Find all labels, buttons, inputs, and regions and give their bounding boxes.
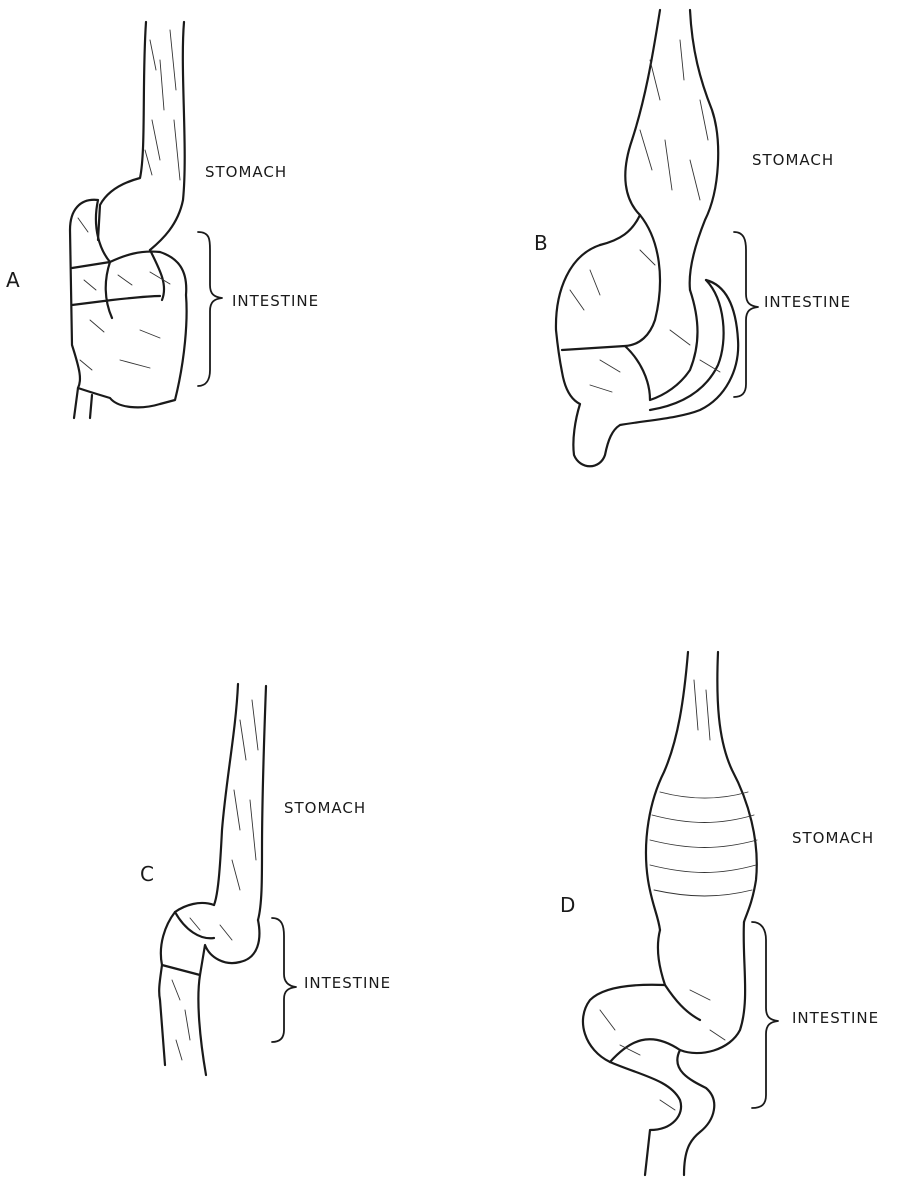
panel-c-intestine-drawing bbox=[159, 903, 259, 1075]
panel-d-intestine-label: INTESTINE bbox=[792, 1009, 879, 1027]
panel-a-stomach-drawing bbox=[98, 22, 185, 250]
panel-b-letter: B bbox=[534, 231, 548, 255]
panel-c-letter: C bbox=[140, 862, 154, 886]
panel-b-stomach-label: STOMACH bbox=[752, 151, 834, 169]
panel-c: C STOMACH INTESTINE bbox=[140, 684, 391, 1075]
panel-b-stomach-drawing bbox=[600, 10, 718, 290]
panel-b: B STOMACH INTESTINE bbox=[534, 10, 851, 466]
panel-d-stomach-label: STOMACH bbox=[792, 829, 874, 847]
panel-a-stomach-label: STOMACH bbox=[205, 163, 287, 181]
panel-d-intestine-brace bbox=[752, 922, 778, 1108]
panel-a-letter: A bbox=[6, 268, 20, 292]
panel-a-intestine-brace bbox=[198, 232, 222, 386]
panel-a-intestine-label: INTESTINE bbox=[232, 292, 319, 310]
panel-b-intestine-label: INTESTINE bbox=[764, 293, 851, 311]
panel-b-intestine-drawing bbox=[556, 215, 738, 466]
panel-d: D STOMACH INTESTINE bbox=[560, 652, 879, 1175]
panel-c-intestine-label: INTESTINE bbox=[304, 974, 391, 992]
panel-c-stomach-label: STOMACH bbox=[284, 799, 366, 817]
panel-c-stomach-drawing bbox=[214, 684, 266, 920]
panel-d-stomach-drawing bbox=[646, 652, 757, 930]
panel-a-intestine-drawing bbox=[70, 200, 187, 418]
panel-d-letter: D bbox=[560, 893, 575, 917]
panel-c-intestine-brace bbox=[272, 918, 296, 1042]
panel-b-intestine-brace bbox=[734, 232, 758, 397]
panel-d-intestine-drawing bbox=[583, 922, 745, 1175]
panel-a: A STOMACH INTESTINE bbox=[6, 22, 319, 418]
